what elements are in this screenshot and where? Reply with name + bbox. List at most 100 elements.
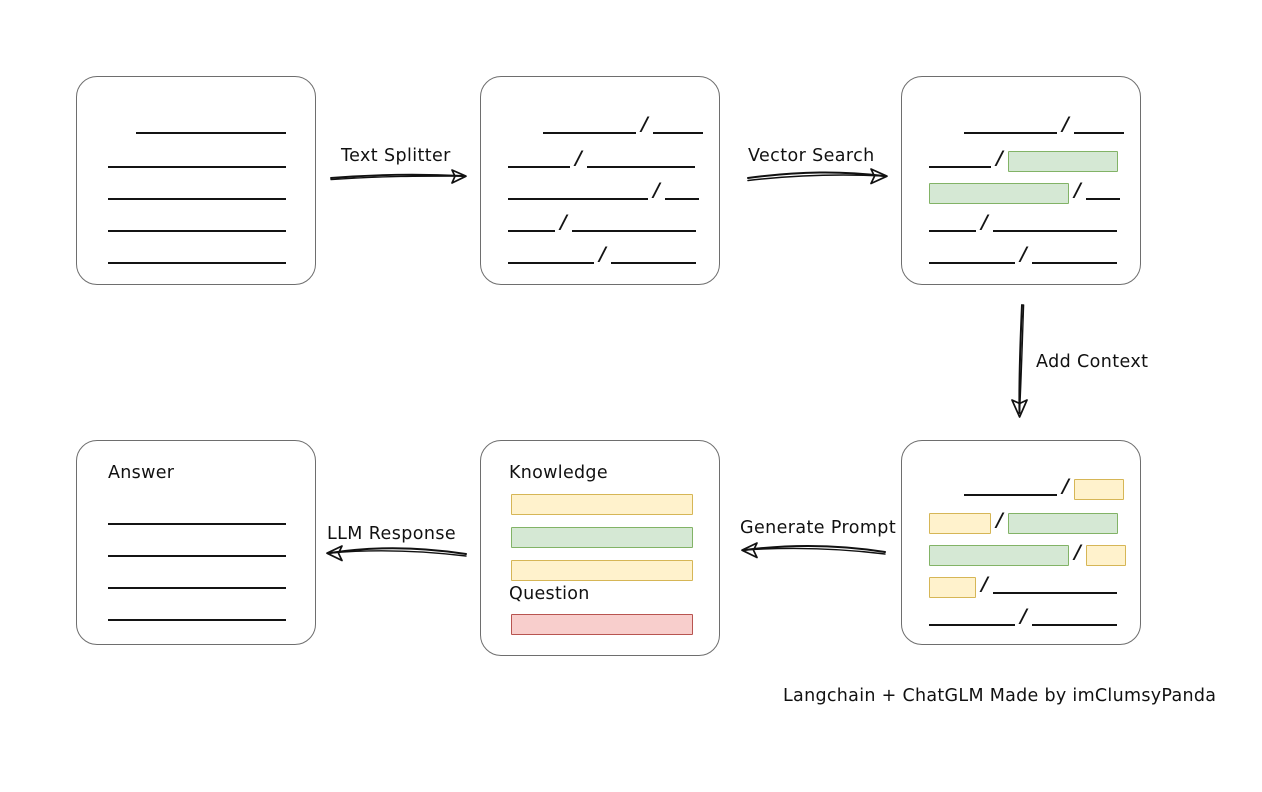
knowledge-bar-yellow-2 bbox=[511, 560, 693, 581]
slash-separator: / bbox=[560, 211, 567, 233]
doc-row bbox=[108, 211, 286, 233]
answer-row bbox=[108, 536, 286, 558]
slash-separator: / bbox=[599, 243, 606, 265]
chunk-row: / bbox=[929, 243, 1117, 265]
question-bar-red bbox=[511, 614, 693, 635]
line-segment bbox=[108, 619, 286, 621]
line-segment bbox=[586, 166, 695, 168]
answer-rows bbox=[77, 441, 315, 644]
highlight-chip-green bbox=[929, 545, 1069, 566]
card-prompt[interactable]: Knowledge Question bbox=[480, 440, 720, 656]
card-source-document[interactable] bbox=[76, 76, 316, 285]
slash-separator: / bbox=[1074, 179, 1081, 201]
line-segment bbox=[108, 587, 286, 589]
highlight-chip-green bbox=[1007, 151, 1118, 172]
arrow-text-splitter bbox=[330, 169, 467, 184]
card-matched-chunks[interactable]: / / / / / bbox=[901, 76, 1141, 285]
line-segment bbox=[508, 198, 648, 200]
line-segment bbox=[1031, 624, 1117, 626]
highlight-chip-yellow bbox=[929, 577, 976, 598]
arrow-llm-response bbox=[326, 545, 467, 562]
line-segment bbox=[508, 166, 570, 168]
card-answer[interactable]: Answer bbox=[76, 440, 316, 645]
slash-separator: / bbox=[653, 179, 660, 201]
line-segment bbox=[992, 592, 1117, 594]
line-segment bbox=[543, 132, 636, 134]
chunk-row: / bbox=[508, 147, 695, 169]
line-segment bbox=[108, 555, 286, 557]
edge-label-add-context: Add Context bbox=[1036, 352, 1149, 372]
slash-separator: / bbox=[981, 211, 988, 233]
line-segment bbox=[929, 230, 976, 232]
highlight-chip-green bbox=[929, 183, 1069, 204]
chunk-row: / bbox=[508, 243, 696, 265]
line-segment bbox=[1085, 198, 1120, 200]
chunk-row: / bbox=[508, 211, 696, 233]
slash-separator: / bbox=[981, 573, 988, 595]
card-split-chunks[interactable]: / / / / / bbox=[480, 76, 720, 285]
knowledge-bar-yellow-1 bbox=[511, 494, 693, 515]
chunk-row: / bbox=[929, 509, 1118, 534]
arrow-add-context bbox=[1011, 304, 1028, 418]
chunk-row: / bbox=[929, 605, 1117, 627]
line-segment bbox=[929, 624, 1015, 626]
doc-row bbox=[108, 179, 286, 201]
card-context-chunks[interactable]: / / / / / bbox=[901, 440, 1141, 645]
line-segment bbox=[108, 262, 286, 264]
line-segment bbox=[108, 523, 286, 525]
line-segment bbox=[571, 230, 696, 232]
highlight-chip-green bbox=[1007, 513, 1118, 534]
chunk-row: / bbox=[929, 573, 1117, 598]
chunk-row: / bbox=[964, 475, 1124, 500]
slash-separator: / bbox=[1020, 243, 1027, 265]
edge-label-vector-search: Vector Search bbox=[748, 146, 875, 166]
slash-separator: / bbox=[1062, 113, 1069, 135]
line-segment bbox=[108, 230, 286, 232]
chunk-row: / bbox=[508, 179, 699, 201]
line-segment bbox=[929, 166, 991, 168]
line-segment bbox=[652, 132, 703, 134]
line-segment bbox=[1073, 132, 1124, 134]
slash-separator: / bbox=[641, 113, 648, 135]
answer-label: Answer bbox=[108, 463, 175, 483]
slash-separator: / bbox=[1074, 541, 1081, 563]
chunk-row: / bbox=[964, 113, 1124, 135]
line-segment bbox=[929, 262, 1015, 264]
knowledge-label: Knowledge bbox=[509, 463, 608, 483]
answer-row bbox=[108, 568, 286, 590]
highlight-chip-yellow bbox=[1085, 545, 1126, 566]
line-segment bbox=[1031, 262, 1117, 264]
arrow-vector-search bbox=[747, 168, 888, 185]
line-segment bbox=[610, 262, 696, 264]
line-segment bbox=[964, 132, 1057, 134]
line-segment bbox=[508, 262, 594, 264]
line-segment bbox=[508, 230, 555, 232]
matched-chunks-rows: / / / / / bbox=[902, 77, 1140, 284]
doc-row bbox=[136, 113, 286, 135]
highlight-chip-yellow bbox=[1073, 479, 1124, 500]
line-segment bbox=[992, 230, 1117, 232]
knowledge-bar-green bbox=[511, 527, 693, 548]
chunk-row: / bbox=[929, 147, 1118, 172]
footer-credit: Langchain + ChatGLM Made by imClumsyPand… bbox=[783, 686, 1217, 706]
chunk-row: / bbox=[929, 179, 1120, 204]
edge-label-llm-response: LLM Response bbox=[327, 524, 457, 544]
chunk-row: / bbox=[543, 113, 703, 135]
source-document-rows bbox=[77, 77, 315, 284]
answer-row bbox=[108, 600, 286, 622]
edge-label-generate-prompt: Generate Prompt bbox=[740, 518, 897, 538]
question-label: Question bbox=[509, 584, 590, 604]
doc-row bbox=[108, 147, 286, 169]
arrow-generate-prompt bbox=[741, 542, 886, 559]
line-segment bbox=[964, 494, 1057, 496]
chunk-row: / bbox=[929, 541, 1126, 566]
doc-row bbox=[108, 243, 286, 265]
slash-separator: / bbox=[996, 509, 1003, 531]
slash-separator: / bbox=[996, 147, 1003, 169]
context-chunks-rows: / / / / / bbox=[902, 441, 1140, 644]
slash-separator: / bbox=[575, 147, 582, 169]
edge-label-text-splitter: Text Splitter bbox=[341, 146, 451, 166]
split-chunks-rows: / / / / / bbox=[481, 77, 719, 284]
slash-separator: / bbox=[1062, 475, 1069, 497]
line-segment bbox=[108, 198, 286, 200]
